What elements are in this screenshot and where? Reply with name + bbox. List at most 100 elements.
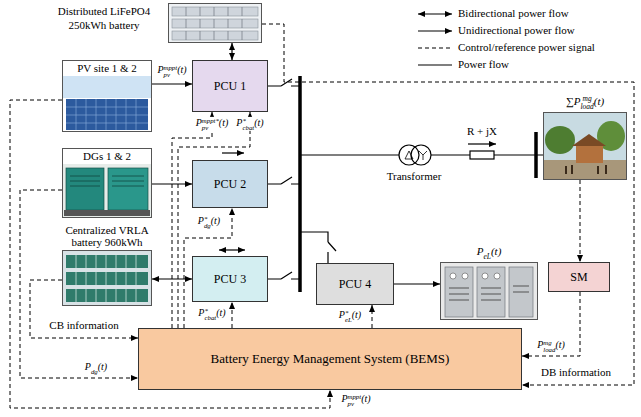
script-stack: *cbat bbox=[242, 117, 254, 131]
bems-box: Battery Energy Management System (BEMS) bbox=[138, 328, 522, 390]
text-part: (t) bbox=[98, 361, 107, 372]
superscript bbox=[483, 245, 490, 253]
battery-image: Distributed LiFePO4 250kWh battery bbox=[168, 3, 262, 43]
load-image: PeL(t) bbox=[440, 262, 538, 320]
cabinet bbox=[477, 267, 505, 317]
node-text: PCU 4 bbox=[339, 277, 371, 291]
transformer-symbol bbox=[399, 145, 419, 165]
battery-module bbox=[172, 7, 258, 16]
feeder-line bbox=[431, 154, 470, 155]
load-cabinet-picture bbox=[441, 263, 537, 319]
meter bbox=[494, 273, 500, 279]
legend-sample bbox=[418, 47, 452, 48]
meter bbox=[450, 273, 456, 279]
superscript: mppt bbox=[164, 64, 178, 71]
legend-sample bbox=[418, 13, 452, 14]
text-part: P bbox=[198, 215, 204, 226]
node-text: SM bbox=[570, 270, 587, 284]
connector bbox=[580, 180, 581, 262]
subscript: cbat bbox=[204, 314, 216, 321]
flow-arrow bbox=[222, 152, 244, 153]
cell-dividers bbox=[76, 255, 136, 302]
text-part: (t) bbox=[594, 96, 604, 108]
generator-image: DGs 1 & 2 bbox=[62, 148, 152, 218]
village-picture bbox=[544, 113, 626, 179]
battery-room bbox=[63, 251, 151, 305]
text-part: P bbox=[198, 307, 204, 318]
subscript: eL bbox=[345, 316, 352, 323]
superscript: * bbox=[204, 307, 216, 314]
sky bbox=[63, 76, 151, 98]
text-part: ∑P bbox=[566, 96, 581, 108]
superscript: * bbox=[242, 117, 254, 124]
superscript bbox=[91, 361, 98, 368]
superscript: mg bbox=[580, 95, 593, 103]
signal-label: P*cbat(t) bbox=[234, 117, 265, 131]
superscript: mg bbox=[543, 339, 555, 346]
text-part: P bbox=[157, 64, 163, 75]
legend-sample bbox=[418, 30, 452, 31]
legend-text: Power flow bbox=[458, 58, 509, 71]
generator-body bbox=[66, 168, 104, 210]
node-text: Centralized VRLA battery 960kWh bbox=[57, 224, 157, 249]
cabinet bbox=[445, 267, 473, 317]
battery-module bbox=[172, 19, 258, 28]
text-part: (t) bbox=[352, 309, 361, 320]
people bbox=[566, 165, 606, 174]
connector bbox=[522, 292, 580, 356]
subscript: load bbox=[580, 103, 593, 111]
node-text: Battery Energy Management System (BEMS) bbox=[211, 351, 450, 367]
pcu-box: PCU 1 bbox=[192, 60, 268, 112]
text-part: (t) bbox=[177, 64, 186, 75]
flow-arrow bbox=[468, 143, 496, 144]
delta-symbol bbox=[405, 151, 413, 159]
connector bbox=[372, 305, 373, 328]
pcu-box: PCU 4 bbox=[316, 263, 394, 305]
script-stack: mppt*pv bbox=[202, 117, 219, 131]
script-stack: dg bbox=[91, 361, 98, 375]
node-text: PV site 1 & 2 bbox=[74, 62, 140, 75]
transformer-symbol bbox=[411, 145, 431, 165]
node-text: Distributed LiFePO4 250kWh battery bbox=[45, 4, 163, 33]
subscript: pv bbox=[348, 400, 362, 407]
connector bbox=[20, 190, 138, 378]
signal-label: Pdg(t) bbox=[83, 361, 109, 375]
text-part: P bbox=[477, 246, 484, 258]
house bbox=[576, 145, 603, 163]
switch bbox=[268, 177, 300, 184]
generator-picture bbox=[63, 164, 151, 217]
village-image: ∑Pmgload(t) bbox=[543, 112, 627, 180]
legend-text: Control/reference power signal bbox=[458, 41, 595, 54]
superscript: * bbox=[345, 309, 352, 316]
generator-base bbox=[64, 210, 150, 216]
meter bbox=[462, 273, 468, 279]
generator-grille bbox=[70, 176, 144, 186]
generator-body bbox=[108, 168, 148, 210]
text-part: P bbox=[196, 117, 202, 128]
text-part: (t) bbox=[491, 246, 501, 258]
signal-label: DB information bbox=[539, 366, 613, 379]
connector bbox=[152, 83, 192, 84]
text-part: (t) bbox=[216, 307, 225, 318]
node-text: DGs 1 & 2 bbox=[80, 150, 134, 163]
legend-sample bbox=[418, 64, 452, 65]
signal-label: P*eL(t) bbox=[337, 309, 363, 323]
node-text: PCU 2 bbox=[214, 177, 246, 191]
node-text: PeL(t) bbox=[459, 245, 519, 261]
script-stack: mpptpv bbox=[164, 64, 178, 78]
switch bbox=[300, 232, 336, 263]
node-text: PCU 3 bbox=[214, 272, 246, 286]
script-stack: *cbat bbox=[204, 307, 216, 321]
superscript: * bbox=[204, 215, 211, 222]
text-part: P bbox=[339, 309, 345, 320]
superscript: mppt* bbox=[202, 117, 219, 124]
subscript: dg bbox=[204, 222, 211, 229]
legend-text: Bidirectional power flow bbox=[458, 7, 569, 20]
signal-label: CB information bbox=[47, 319, 120, 332]
text-part: P bbox=[537, 339, 543, 350]
pv-picture bbox=[63, 76, 151, 130]
script-stack: mpptpv bbox=[348, 393, 362, 407]
battery-rack bbox=[169, 4, 261, 42]
signal-label: Pmpptpv(t) bbox=[339, 393, 372, 407]
